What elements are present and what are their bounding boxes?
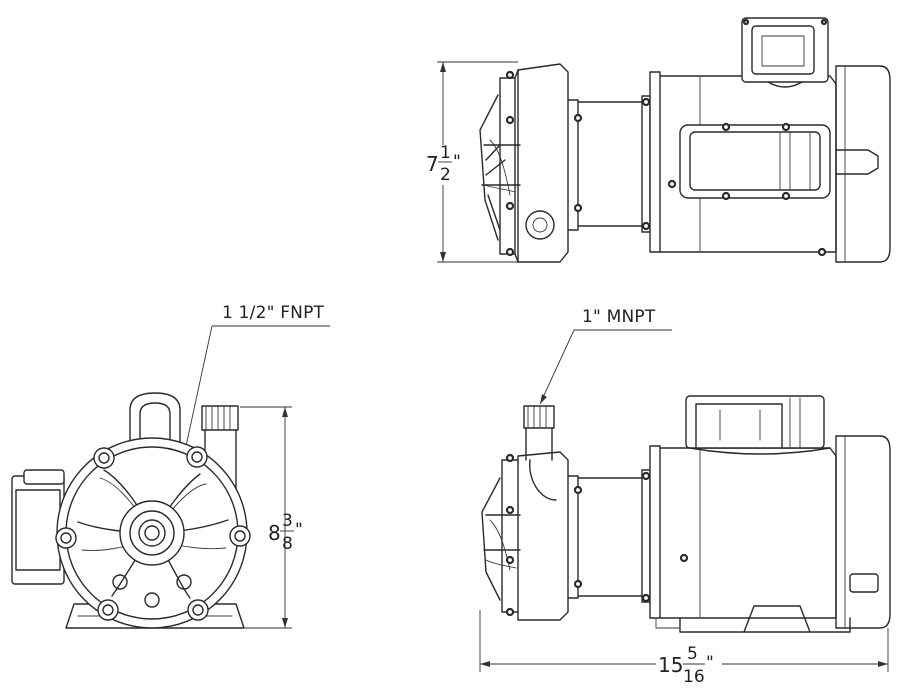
dim-top-numerator: 1 — [440, 143, 451, 163]
top-view: 7 1 2 " — [420, 17, 891, 263]
dim-front-whole: 8 — [268, 521, 281, 545]
motor-top — [641, 17, 891, 263]
dim-side-numerator: 5 — [687, 644, 698, 664]
dimension-length-side: 15 5 16 " — [479, 610, 889, 687]
dim-front-denominator: 8 — [282, 534, 293, 554]
dim-side-whole: 15 — [658, 653, 683, 677]
front-view: 1 1/2" FNPT 8 3 8 " — [11, 303, 330, 629]
callout-inlet-label: 1 1/2" FNPT — [222, 303, 325, 323]
dim-front-unit: " — [295, 520, 303, 540]
dim-side-unit: " — [706, 653, 714, 673]
dim-side-denominator: 16 — [683, 667, 705, 687]
dimension-height-front: 8 3 8 " — [240, 406, 303, 629]
callout-outlet: 1" MNPT — [539, 307, 672, 405]
dim-top-whole: 7 — [426, 152, 439, 176]
dim-top-unit: " — [453, 152, 461, 172]
side-view: 1" MNPT — [479, 307, 891, 687]
casing-bolts — [55, 446, 251, 621]
callout-outlet-label: 1" MNPT — [582, 307, 656, 327]
pump-casing-top — [479, 63, 583, 263]
dimension-height-top: 7 1 2 " — [420, 61, 518, 263]
dim-top-denominator: 2 — [440, 165, 451, 185]
dim-front-numerator: 3 — [282, 511, 293, 531]
motor-side — [641, 395, 891, 633]
